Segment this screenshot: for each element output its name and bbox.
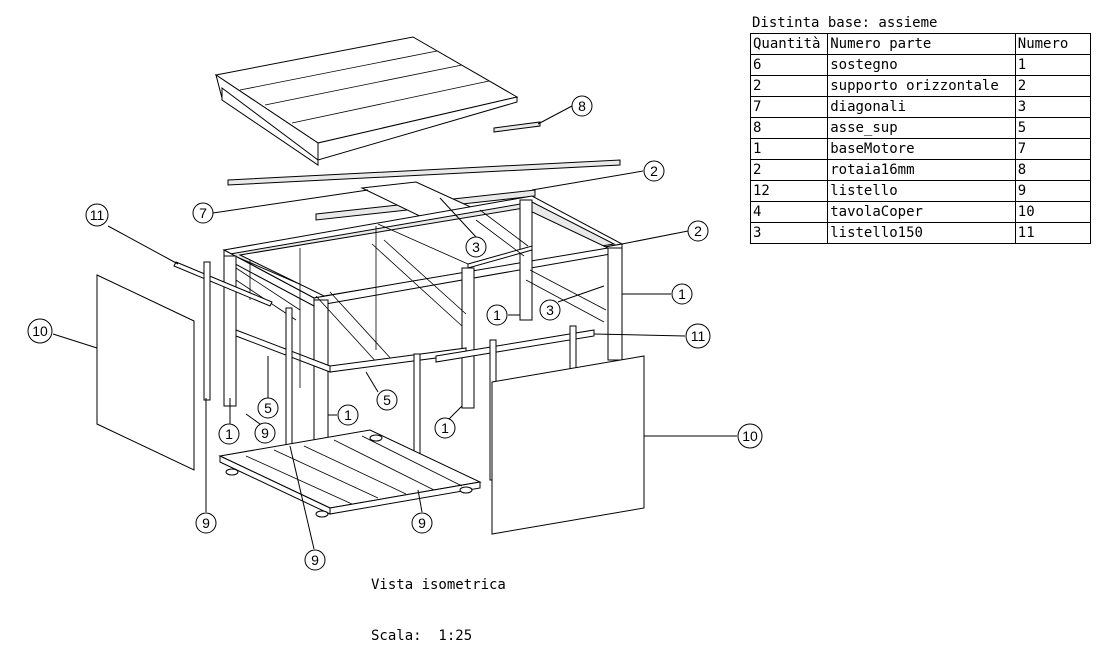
svg-text:3: 3 xyxy=(546,302,554,318)
cell-number: 11 xyxy=(1014,222,1092,244)
svg-text:1: 1 xyxy=(344,407,352,423)
cell-quantity: 8 xyxy=(749,117,829,139)
cell-number: 5 xyxy=(1014,117,1092,139)
top-cover-panel xyxy=(214,36,519,166)
callout-11-left: 11 xyxy=(85,203,109,227)
cell-part: tavolaCoper xyxy=(827,201,1016,223)
callout-1-right: 1 xyxy=(671,283,693,305)
callout-5-center: 5 xyxy=(376,389,398,411)
callout-2-top: 2 xyxy=(643,160,665,182)
callout-10-right: 10 xyxy=(737,423,763,449)
svg-text:9: 9 xyxy=(311,552,319,568)
svg-text:11: 11 xyxy=(691,328,706,344)
callout-9-bottom-center: 9 xyxy=(304,549,326,571)
cell-number: 3 xyxy=(1014,96,1092,118)
cell-quantity: 2 xyxy=(749,159,829,181)
svg-text:2: 2 xyxy=(650,163,658,179)
callout-7: 7 xyxy=(192,202,214,224)
leader-lines xyxy=(52,105,737,550)
bom-header-part-number: Numero parte xyxy=(827,33,1016,55)
listello150-right xyxy=(435,329,595,363)
view-name: Vista isometrica xyxy=(371,577,506,593)
view-caption: Vista isometrica Scala: 1:25 xyxy=(371,543,506,662)
panel-right xyxy=(491,355,645,535)
cell-number: 9 xyxy=(1014,180,1092,202)
cell-part: asse_sup xyxy=(827,117,1016,139)
bom-header-row: Quantità Numero parte Numero xyxy=(749,33,1092,55)
cell-quantity: 3 xyxy=(749,222,829,244)
listello150-left xyxy=(173,261,273,307)
callout-10-left: 10 xyxy=(27,318,53,344)
bom-title: Distinta base: assieme xyxy=(752,15,938,31)
svg-text:7: 7 xyxy=(199,205,207,221)
bill-of-materials: Distinta base: assieme Quantità Numero p… xyxy=(749,13,1095,244)
svg-text:9: 9 xyxy=(418,515,426,531)
cell-number: 10 xyxy=(1014,201,1092,223)
exploded-isometric-drawing: 8 2 7 3 2 11 1 1 3 11 10 10 5 5 1 1 9 1 … xyxy=(27,36,763,571)
cell-quantity: 4 xyxy=(749,201,829,223)
callout-9-bottom-right: 9 xyxy=(411,512,433,534)
callout-1-center: 1 xyxy=(486,304,508,326)
view-scale: Scala: 1:25 xyxy=(371,628,473,644)
rail-right-8 xyxy=(493,121,541,133)
cell-number: 1 xyxy=(1014,54,1092,76)
cell-part: sostegno xyxy=(827,54,1016,76)
svg-text:10: 10 xyxy=(742,428,758,444)
svg-text:1: 1 xyxy=(225,426,233,442)
callout-1-left: 1 xyxy=(218,423,240,445)
base-platform xyxy=(218,429,482,518)
cell-part: supporto orizzontale xyxy=(827,75,1016,97)
svg-text:5: 5 xyxy=(264,400,272,416)
svg-text:11: 11 xyxy=(90,207,105,223)
cell-part: rotaia16mm xyxy=(827,159,1016,181)
cell-number: 7 xyxy=(1014,138,1092,160)
svg-text:3: 3 xyxy=(472,239,480,255)
cell-quantity: 7 xyxy=(749,96,829,118)
callout-5-left: 5 xyxy=(257,397,279,419)
bom-header-number: Numero xyxy=(1014,33,1092,55)
svg-text:2: 2 xyxy=(694,223,702,239)
cell-part: baseMotore xyxy=(827,138,1016,160)
callout-3-right: 3 xyxy=(539,299,561,321)
cell-part: listello150 xyxy=(827,222,1016,244)
cell-part: diagonali xyxy=(827,96,1016,118)
bom-header-quantity: Quantità xyxy=(749,33,829,55)
callout-1-front: 1 xyxy=(337,404,359,426)
cell-quantity: 12 xyxy=(749,180,829,202)
svg-text:1: 1 xyxy=(441,420,449,436)
cell-quantity: 1 xyxy=(749,138,829,160)
callout-9-bottom-left: 9 xyxy=(195,512,217,534)
cell-part: listello xyxy=(827,180,1016,202)
svg-text:5: 5 xyxy=(383,392,391,408)
svg-text:1: 1 xyxy=(678,286,686,302)
callout-2-right: 2 xyxy=(687,220,709,242)
svg-text:8: 8 xyxy=(578,98,586,114)
callout-9-left: 9 xyxy=(254,422,276,444)
cell-number: 2 xyxy=(1014,75,1092,97)
svg-text:9: 9 xyxy=(261,425,269,441)
callout-8: 8 xyxy=(571,95,593,117)
callout-1-lower-right: 1 xyxy=(434,417,456,439)
callout-11-right: 11 xyxy=(685,323,711,349)
cell-quantity: 6 xyxy=(749,54,829,76)
cell-quantity: 2 xyxy=(749,75,829,97)
svg-text:10: 10 xyxy=(32,323,48,339)
panel-left xyxy=(96,274,195,471)
callout-3-top: 3 xyxy=(465,236,487,258)
svg-text:9: 9 xyxy=(202,515,210,531)
cell-number: 8 xyxy=(1014,159,1092,181)
rail-upper xyxy=(227,159,621,186)
svg-text:1: 1 xyxy=(493,307,501,323)
